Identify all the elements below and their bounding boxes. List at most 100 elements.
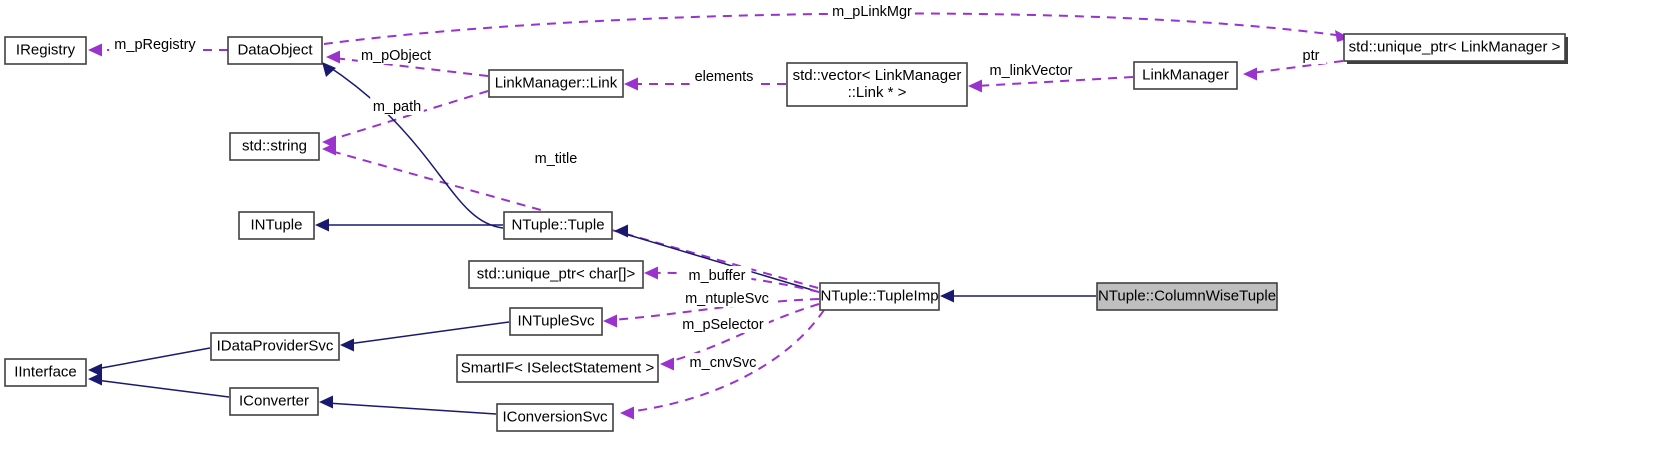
node-box[interactable]	[488, 69, 624, 98]
arrowhead	[340, 338, 354, 352]
edge-e-iconvsvc-iconv	[319, 395, 497, 415]
edge-label-text: ptr	[1303, 48, 1320, 64]
node-iconversionsvc[interactable]: IConversionSvc	[496, 403, 614, 432]
node-intuple[interactable]: INTuple	[238, 211, 315, 240]
association-line	[975, 76, 1134, 87]
label-backdrop	[981, 61, 1081, 79]
label-backdrop	[525, 149, 587, 167]
node-label: IConversionSvc	[502, 408, 608, 425]
edge-label-text: m_buffer	[689, 268, 746, 284]
edge-e-mpselector	[660, 303, 820, 371]
inheritance-line	[95, 379, 230, 398]
arrowhead	[315, 218, 329, 232]
edge-label-e-mtitle: m_title	[525, 149, 587, 167]
arrowhead	[322, 62, 336, 77]
node-columnwisetuple[interactable]: NTuple::ColumnWiseTuple	[1096, 282, 1278, 311]
edge-e-intuplesvc-idps	[340, 321, 510, 352]
node-box[interactable]	[4, 36, 87, 65]
node-box[interactable]	[227, 36, 323, 65]
node-box[interactable]	[1343, 33, 1566, 62]
arrowhead	[1243, 67, 1257, 81]
arrowhead	[326, 50, 340, 64]
node-label: ::Link * >	[848, 84, 907, 101]
arrowhead	[88, 43, 102, 57]
node-box[interactable]	[238, 211, 315, 240]
arrowhead	[660, 357, 674, 371]
association-line	[610, 298, 820, 321]
edge-label-text: m_ntupleSvc	[685, 291, 769, 307]
edge-e-dataobject-tuple	[322, 62, 504, 229]
node-uniqueptrchar[interactable]: std::unique_ptr< char[]>	[468, 260, 644, 289]
label-backdrop	[681, 289, 773, 307]
edge-e-tuple-tupleimp	[614, 224, 820, 293]
node-linkmanagerlink[interactable]: LinkManager::Link	[488, 69, 624, 98]
node-label: IInterface	[14, 363, 77, 380]
edge-label-e-linkvector: m_linkVector	[981, 61, 1081, 79]
arrowhead	[624, 77, 638, 91]
edge-label-text: m_pLinkMgr	[832, 4, 912, 20]
edge-label-text: m_path	[373, 99, 421, 115]
node-box[interactable]	[229, 132, 320, 161]
node-label: LinkManager	[1142, 66, 1229, 83]
edge-label-e-mpselector: m_pSelector	[677, 315, 769, 333]
node-idataprovidersvc[interactable]: IDataProviderSvc	[210, 332, 340, 361]
node-label: IConverter	[239, 392, 309, 409]
node-label: INTupleSvc	[518, 312, 595, 329]
node-box[interactable]	[1133, 61, 1238, 90]
node-box[interactable]	[4, 358, 87, 387]
arrowhead	[940, 289, 954, 303]
node-box[interactable]	[1096, 282, 1278, 311]
node-box[interactable]	[456, 354, 659, 383]
edge-e-linkvector	[968, 76, 1134, 93]
edge-e-tupleimp-cwt	[940, 289, 1096, 303]
node-vectorlink[interactable]: std::vector< LinkManager::Link * >	[786, 62, 968, 107]
node-box[interactable]	[819, 282, 940, 311]
node-linkmanager[interactable]: LinkManager	[1133, 61, 1238, 90]
edge-e-mntuplesvc	[603, 298, 820, 328]
arrowhead	[322, 142, 336, 156]
node-label: std::unique_ptr< LinkManager >	[1349, 38, 1561, 55]
node-box[interactable]	[229, 387, 319, 416]
node-box[interactable]	[503, 211, 613, 240]
node-box[interactable]	[509, 307, 603, 336]
edges-layer	[88, 12, 1350, 420]
node-label: std::string	[242, 137, 307, 154]
edge-e-elements	[624, 77, 786, 91]
node-iinterface[interactable]: IInterface	[4, 358, 87, 387]
arrowhead	[968, 79, 982, 93]
node-intuplesvc[interactable]: INTupleSvc	[509, 307, 603, 336]
edge-label-text: m_cnvSvc	[690, 355, 757, 371]
node-ntupletupleimp[interactable]: NTuple::TupleImp	[819, 282, 940, 311]
label-backdrop	[677, 315, 769, 333]
node-label: LinkManager::Link	[495, 74, 618, 91]
node-iregistry[interactable]: IRegistry	[4, 36, 87, 65]
edge-labels-layer: m_pRegistrym_pLinkMgrm_pObjectm_pathelem…	[109, 2, 1327, 371]
node-ntupletuple[interactable]: NTuple::Tuple	[503, 211, 613, 240]
label-backdrop	[689, 67, 759, 85]
label-backdrop	[109, 35, 201, 53]
node-uniqueptrlm[interactable]: std::unique_ptr< LinkManager >	[1343, 33, 1568, 64]
node-smartifselect[interactable]: SmartIF< ISelectStatement >	[456, 354, 659, 383]
node-stdstring[interactable]: std::string	[229, 132, 320, 161]
node-box[interactable]	[496, 403, 614, 432]
arrowhead	[88, 363, 102, 377]
node-label: SmartIF< ISelectStatement >	[461, 359, 655, 376]
arrowhead	[319, 395, 333, 409]
edge-label-text: elements	[695, 69, 754, 85]
association-line	[330, 150, 819, 289]
edge-label-e-pobject: m_pObject	[357, 46, 435, 64]
association-line	[323, 12, 1344, 45]
node-iconverter[interactable]: IConverter	[229, 387, 319, 416]
node-label: IRegistry	[16, 41, 76, 58]
association-line	[667, 303, 820, 363]
node-box[interactable]	[786, 62, 968, 107]
edge-label-text: m_pObject	[361, 48, 431, 64]
arrowhead	[620, 406, 634, 420]
node-dataobject[interactable]: DataObject	[227, 36, 323, 65]
node-box[interactable]	[468, 260, 644, 289]
edge-label-e-elements: elements	[689, 67, 759, 85]
node-box[interactable]	[210, 332, 340, 361]
edge-e-mcnvsvc	[620, 309, 825, 420]
association-line	[329, 90, 489, 141]
